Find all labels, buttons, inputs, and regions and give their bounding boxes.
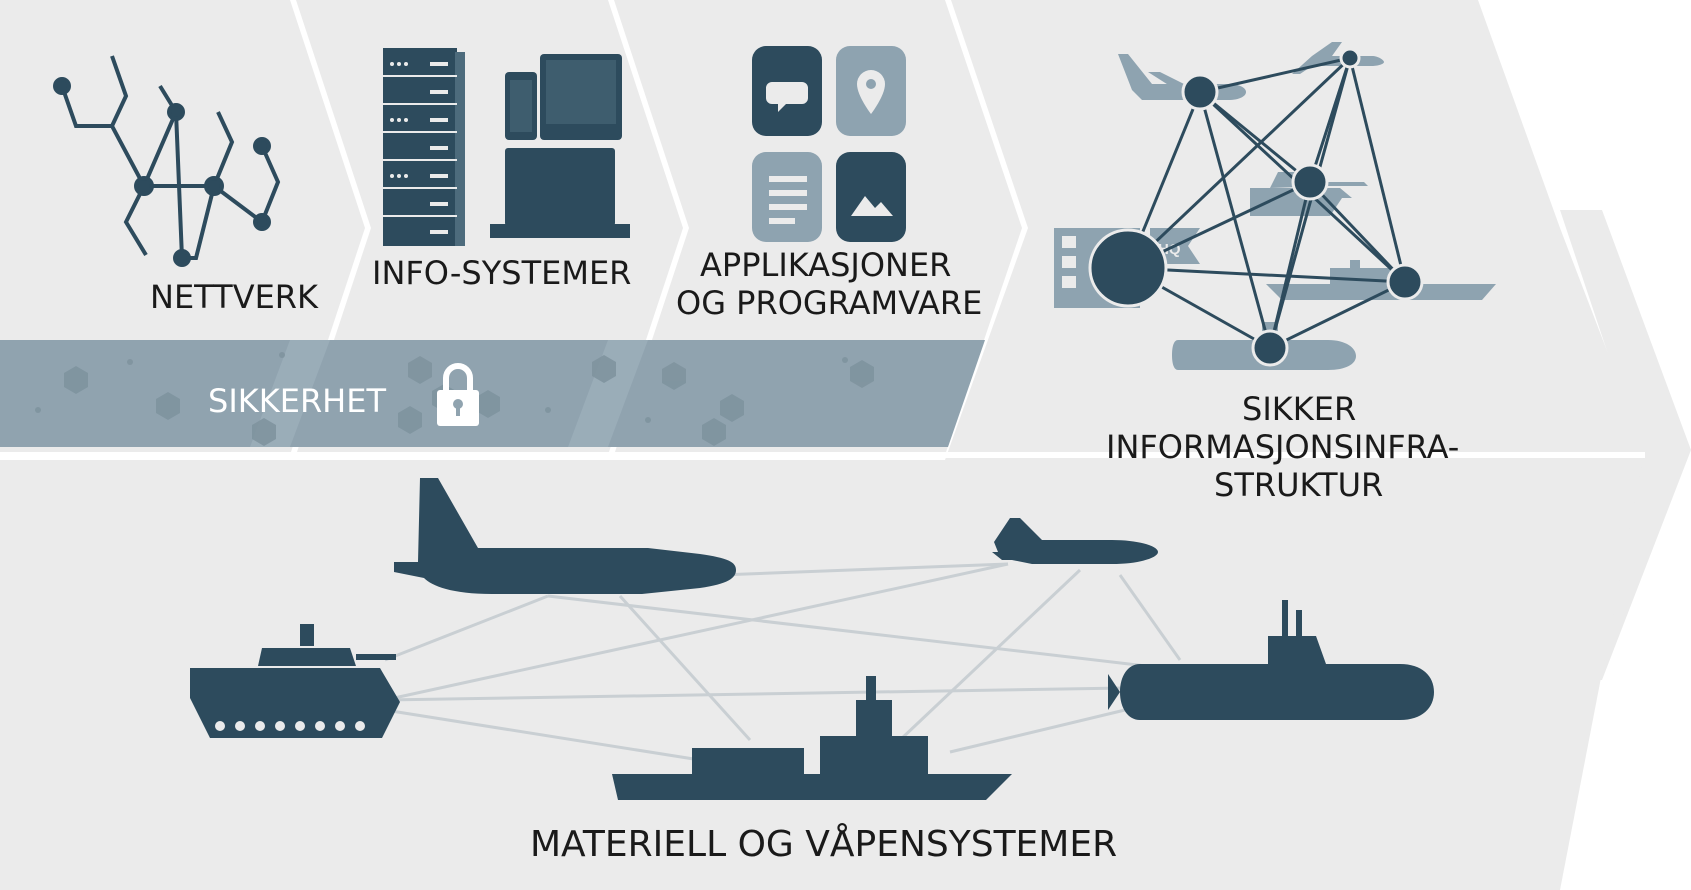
app-tiles-icon — [752, 46, 906, 242]
server-rack-icon — [383, 48, 465, 246]
laptop-icon — [505, 148, 615, 226]
materiel-network — [190, 478, 1434, 800]
combat-vehicle-icon — [190, 624, 400, 738]
frigate-icon — [612, 676, 1012, 800]
hexagon-pattern — [35, 352, 874, 446]
security-band — [0, 340, 985, 447]
stage-label-infrastruktur-line1: SIKKER — [1242, 390, 1357, 428]
fighter-jet-icon — [992, 518, 1158, 564]
network-links — [1126, 56, 1407, 350]
security-label: SIKKERHET — [208, 382, 386, 420]
network-molecule-icon — [53, 55, 281, 267]
padlock-icon — [437, 363, 479, 426]
materiel-links — [384, 562, 1182, 762]
submarine-vessel-icon — [1120, 600, 1434, 720]
image-app-icon — [836, 152, 906, 242]
back-arrow-chevron — [1560, 210, 1691, 680]
stage-label-infrastruktur-line2: INFORMASJONSINFRA- — [1106, 428, 1460, 466]
connected-forces-icon: HQ — [1054, 42, 1496, 370]
patrol-aircraft-icon — [394, 478, 736, 594]
stage-label-applikasjoner-line2: OG PROGRAMVARE — [676, 284, 983, 322]
server-devices-icon — [383, 48, 630, 246]
document-app-icon — [752, 152, 822, 242]
stage-label-info-systemer: INFO-SYSTEMER — [372, 254, 632, 292]
base-label: MATERIELL OG VÅPENSYSTEMER — [530, 824, 1118, 865]
stage-label-infrastruktur-line3: STRUKTUR — [1214, 466, 1384, 504]
stage-label-applikasjoner-line1: APPLIKASJONER — [700, 246, 952, 284]
network-nodes — [1088, 47, 1424, 367]
stage-label-nettverk: NETTVERK — [150, 278, 319, 316]
